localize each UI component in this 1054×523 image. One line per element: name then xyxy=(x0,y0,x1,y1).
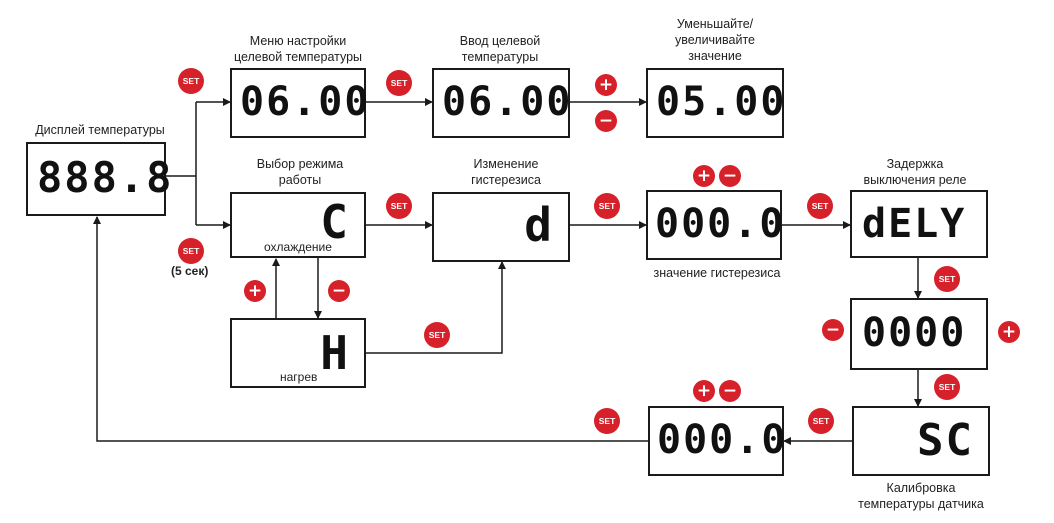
dely-display: dELY xyxy=(850,190,988,258)
minus-button-target[interactable]: − xyxy=(595,110,617,132)
plus-button-delay[interactable]: + xyxy=(998,321,1020,343)
input-display-value: 06.00 xyxy=(442,79,573,125)
cooling-label: охлаждение xyxy=(264,240,332,254)
hysteresis-value-display: 000.0 xyxy=(646,190,786,260)
set-button-delay-value[interactable]: SET xyxy=(934,374,960,400)
input-target-label: Ввод целевой температуры xyxy=(459,34,541,64)
minus-button-mode[interactable]: − xyxy=(328,280,350,302)
sc-value: SC xyxy=(917,415,974,466)
set-button-menu[interactable]: SET xyxy=(178,68,204,94)
delay-val-value: 0000 xyxy=(862,310,967,356)
set-button-hyst-value[interactable]: SET xyxy=(807,193,833,219)
hold-5s-label: (5 сек) xyxy=(171,264,209,278)
set-button-dely[interactable]: SET xyxy=(934,266,960,292)
menu-target-label: Меню настройки целевой температуры xyxy=(233,34,363,64)
set-button-sc[interactable]: SET xyxy=(808,408,834,434)
heating-label: нагрев xyxy=(280,370,318,384)
set-button-calibration[interactable]: SET xyxy=(594,408,620,434)
inc-dec-label: Уменьшайте/ увеличивайте значение xyxy=(674,17,756,63)
relay-delay-label: Задержка выключения реле xyxy=(863,157,967,187)
set-button-hold[interactable]: SET xyxy=(178,238,204,264)
delay-value-display: 0000 xyxy=(850,298,988,370)
main-display: 888.8 xyxy=(26,142,171,216)
minus-button-calibration[interactable]: − xyxy=(719,380,741,402)
minus-button-hysteresis[interactable]: − xyxy=(719,165,741,187)
set-button-heat[interactable]: SET xyxy=(424,322,450,348)
mode-display: C охлаждение xyxy=(230,192,366,258)
dely-value: dELY xyxy=(862,201,967,247)
hyst-val-value: 000.0 xyxy=(655,201,786,247)
minus-button-delay[interactable]: − xyxy=(822,319,844,341)
calibration-label: Калибровка температуры датчика xyxy=(858,481,984,511)
calibration-display: 000.0 xyxy=(648,406,788,476)
h-to-hyst xyxy=(366,261,506,354)
mode-h-value: H xyxy=(320,326,350,380)
result-display-value: 05.00 xyxy=(656,79,787,125)
mode-select-label: Выбор режима работы xyxy=(256,157,344,187)
set-button-input[interactable]: SET xyxy=(386,70,412,96)
sc-display: SC xyxy=(852,406,990,476)
calib-val-value: 000.0 xyxy=(657,417,788,463)
hysteresis-value-label: значение гистерезиса xyxy=(653,266,781,280)
set-button-mode[interactable]: SET xyxy=(386,193,412,219)
main-display-value: 888.8 xyxy=(37,153,174,202)
hysteresis-change-label: Изменение гистерезиса xyxy=(471,157,541,187)
menu-display-value: 06.00 xyxy=(240,79,371,125)
plus-button-target[interactable]: + xyxy=(595,74,617,96)
menu-display: 06.00 xyxy=(230,68,368,138)
hysteresis-display: d xyxy=(432,192,570,262)
mode-c-value: C xyxy=(320,195,350,249)
calib-return xyxy=(93,216,648,442)
plus-button-mode[interactable]: + xyxy=(244,280,266,302)
hyst-d-value: d xyxy=(524,198,554,252)
plus-button-hysteresis[interactable]: + xyxy=(693,165,715,187)
temp-display-label: Дисплей температуры xyxy=(35,123,165,137)
plus-button-calibration[interactable]: + xyxy=(693,380,715,402)
set-button-hysteresis[interactable]: SET xyxy=(594,193,620,219)
input-display: 06.00 xyxy=(432,68,570,138)
heat-display: H нагрев xyxy=(230,318,366,388)
result-display: 05.00 xyxy=(646,68,784,138)
